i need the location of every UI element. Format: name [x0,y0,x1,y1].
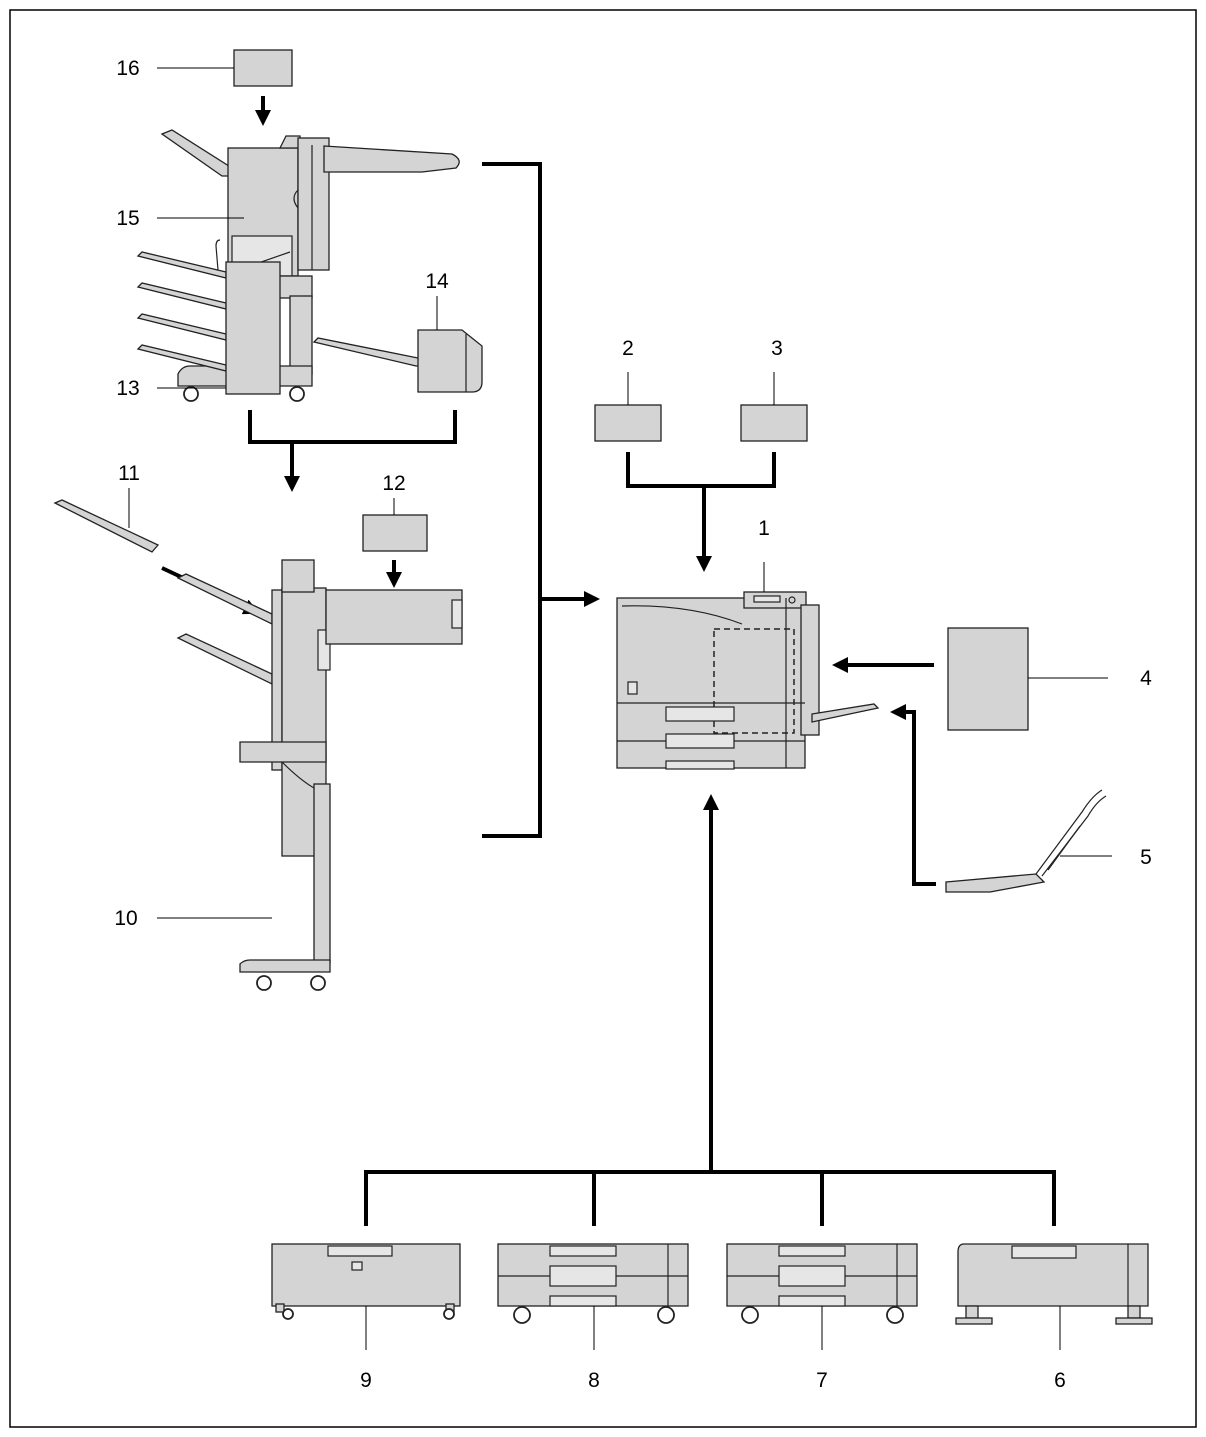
label-2: 2 [622,337,634,360]
label-15: 15 [116,207,139,230]
unit-1-main-device [616,591,880,770]
label-10: 10 [114,907,137,930]
bracket-2-3 [626,452,776,488]
unit-2 [594,404,662,442]
label-12: 12 [382,472,405,495]
label-5: 5 [1140,846,1152,869]
unit-11-tray [53,499,160,553]
label-6: 6 [1054,1369,1066,1392]
unit-16 [233,49,293,87]
label-9: 9 [360,1369,372,1392]
unit-5 [945,789,1107,893]
unit-14-saddle-unit [312,329,483,393]
label-8: 8 [588,1369,600,1392]
unit-7 [726,1243,918,1324]
label-11: 11 [118,462,140,485]
label-4: 4 [1140,667,1152,690]
bracket-13-14 [248,410,457,444]
unit-10-finisher [176,559,463,991]
unit-9 [271,1243,461,1320]
label-3: 3 [771,337,783,360]
label-13: 13 [116,377,139,400]
label-7: 7 [816,1369,828,1392]
label-16: 16 [116,57,139,80]
label-1: 1 [758,517,770,540]
unit-13-mailbox [136,251,281,395]
arrow-5-to-1 [890,704,936,886]
bracket-finishers [482,162,542,838]
label-14: 14 [425,270,449,293]
unit-12 [362,514,428,552]
unit-4 [947,627,1029,731]
unit-6 [955,1243,1153,1325]
unit-8 [497,1243,689,1324]
unit-3 [740,404,808,442]
